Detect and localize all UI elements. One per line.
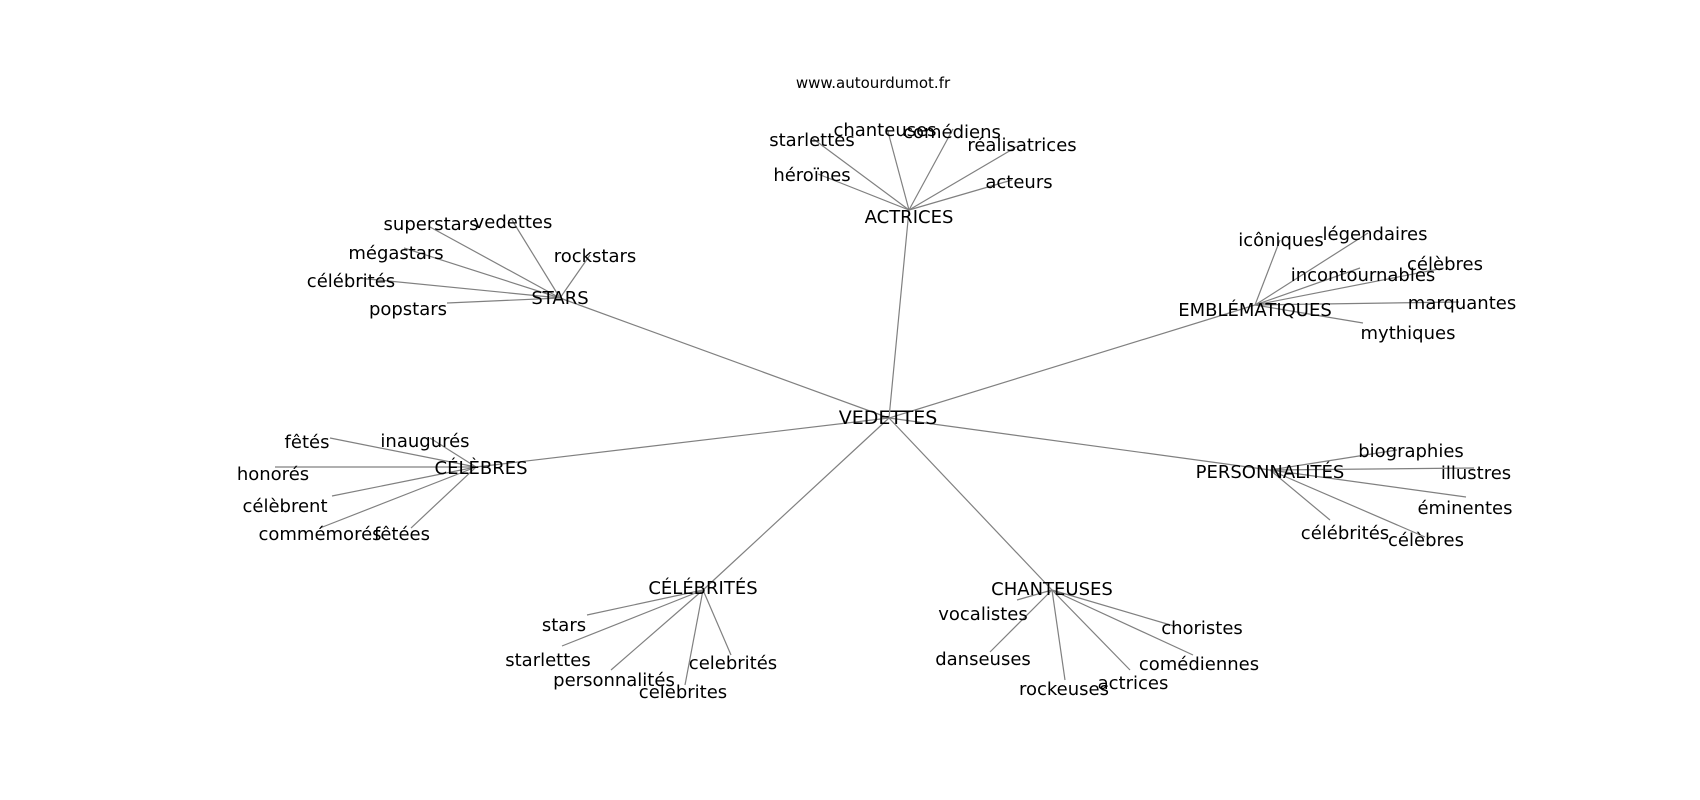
- edge-chanteuses-actrices: [1051, 589, 1131, 671]
- leaf-node-danseuses: danseuses: [935, 649, 1031, 670]
- edge-root-chanteuses: [888, 417, 1053, 591]
- leaf-node-illustres: illustres: [1441, 463, 1511, 484]
- edge-actrices-comediens: [908, 128, 954, 211]
- leaf-node-mythiques: mythiques: [1361, 323, 1456, 344]
- edge-celebres-celebrent: [331, 466, 477, 497]
- edge-personnalites-eminentes: [1269, 469, 1467, 498]
- leaf-node-megastars: mégastars: [348, 243, 443, 264]
- leaf-node-vedettes: vedettes: [474, 212, 553, 233]
- edge-emblematiques-incontournables: [1254, 267, 1361, 306]
- leaf-node-celebres: célèbres: [1407, 254, 1483, 275]
- edge-celebres-fetes: [329, 437, 477, 468]
- edge-celebrites-personnalites: [610, 589, 704, 671]
- leaf-node-personnalites: personnalités: [553, 670, 675, 691]
- edge-chanteuses-danseuses: [989, 589, 1053, 653]
- edge-emblematiques-legendaires: [1254, 232, 1369, 306]
- edge-personnalites-celebres: [1269, 469, 1426, 538]
- edge-celebres-commemores: [319, 466, 477, 529]
- hub-node-personnalites: PERSONNALITÉS: [1196, 461, 1345, 483]
- hub-node-actrices: ACTRICES: [865, 207, 954, 228]
- leaf-node-stars: stars: [542, 615, 586, 636]
- root-node-label: VEDETTES: [839, 407, 938, 429]
- leaf-node-celebrites: celebrités: [689, 653, 777, 674]
- leaf-node-inaugures: inaugurés: [380, 431, 469, 452]
- leaf-node-rockeuses: rockeuses: [1019, 679, 1109, 700]
- leaf-node-celebrites: celebrites: [639, 682, 727, 703]
- leaf-node-chanteuses: chanteuses: [833, 120, 936, 141]
- hub-node-chanteuses: CHANTEUSES: [991, 579, 1113, 600]
- hub-node-celebrites: CÉLÉBRITÉS: [648, 577, 757, 599]
- source-url: www.autourdumot.fr: [796, 74, 951, 92]
- leaf-node-popstars: popstars: [369, 299, 447, 320]
- edge-celebres-fetees: [410, 466, 477, 529]
- leaf-node-commemores: commémorés: [258, 524, 381, 545]
- hub-node-stars: STARS: [531, 288, 588, 309]
- leaf-node-rockstars: rockstars: [554, 246, 637, 267]
- graph-edges: [275, 127, 1475, 686]
- leaf-node-starlettes: starlettes: [769, 130, 855, 151]
- edge-root-personnalites: [888, 417, 1271, 471]
- leaf-node-eminentes: éminentes: [1417, 498, 1512, 519]
- leaf-node-comediennes: comédiennes: [1139, 654, 1259, 675]
- edge-stars-popstars: [446, 297, 561, 304]
- edge-emblematiques-marquantes: [1254, 301, 1460, 306]
- leaf-node-legendaires: légendaires: [1323, 224, 1428, 245]
- edge-emblematiques-celebres: [1254, 267, 1445, 306]
- edge-personnalites-biographies: [1269, 449, 1398, 471]
- edge-celebrites-stars: [586, 589, 704, 616]
- edge-celebrites-celebrites: [684, 589, 704, 686]
- edge-root-celebrites: [702, 417, 890, 591]
- edge-root-stars: [559, 297, 890, 419]
- leaf-node-fetes: fêtés: [285, 432, 330, 453]
- edge-stars-celebrites: [357, 277, 561, 299]
- hub-node-celebres: CÉLÈBRES: [435, 457, 528, 479]
- edge-personnalites-celebrites: [1269, 469, 1331, 521]
- edge-chanteuses-vocalistes: [1016, 589, 1053, 601]
- edge-root-celebres: [475, 417, 890, 468]
- leaf-node-celebrites: célébrités: [1301, 523, 1389, 544]
- leaf-node-iconiques: icôniques: [1238, 230, 1324, 251]
- edge-stars-vedettes: [511, 219, 561, 299]
- leaf-node-starlettes: starlettes: [505, 650, 591, 671]
- hub-node-emblematiques: EMBLÉMATIQUES: [1178, 299, 1332, 321]
- edge-chanteuses-choristes: [1051, 589, 1175, 627]
- leaf-node-superstars: superstars: [384, 214, 479, 235]
- leaf-node-acteurs: acteurs: [985, 172, 1052, 193]
- edge-actrices-starlettes: [811, 137, 910, 211]
- edge-celebrites-celebrites: [702, 589, 732, 656]
- edge-chanteuses-rockeuses: [1051, 589, 1066, 681]
- leaf-node-marquantes: marquantes: [1408, 293, 1516, 314]
- edge-root-emblematiques: [888, 304, 1256, 419]
- edge-actrices-chanteuses: [886, 127, 910, 211]
- edge-celebrites-starlettes: [561, 589, 704, 647]
- leaf-node-biographies: biographies: [1358, 441, 1464, 462]
- edge-stars-superstars: [429, 226, 561, 299]
- edge-stars-megastars: [403, 247, 561, 299]
- leaf-node-actrices: actrices: [1098, 673, 1169, 694]
- leaf-node-vocalistes: vocalistes: [938, 604, 1027, 625]
- edge-actrices-realisatrices: [908, 145, 1019, 211]
- edge-chanteuses-comediennes: [1051, 589, 1194, 656]
- edge-actrices-heroines: [817, 173, 910, 211]
- leaf-node-comediens: comédiens: [903, 122, 1001, 143]
- edge-stars-rockstars: [559, 254, 591, 299]
- leaf-node-fetees: fêtées: [374, 524, 430, 545]
- edge-emblematiques-mythiques: [1254, 304, 1364, 324]
- edge-root-actrices: [888, 209, 910, 419]
- leaf-node-choristes: choristes: [1161, 618, 1243, 639]
- leaf-node-heroines: héroïnes: [773, 165, 850, 186]
- leaf-node-celebrites: célébrités: [307, 271, 395, 292]
- edge-celebres-inaugures: [429, 437, 477, 468]
- leaf-node-incontournables: incontournables: [1291, 265, 1436, 286]
- edge-personnalites-illustres: [1269, 467, 1475, 471]
- leaf-node-celebres: célèbres: [1388, 530, 1464, 551]
- edge-emblematiques-iconiques: [1254, 239, 1281, 306]
- leaf-node-celebrent: célèbrent: [242, 496, 327, 517]
- leaf-node-honores: honorés: [237, 464, 309, 485]
- edge-actrices-acteurs: [908, 179, 1013, 211]
- leaf-node-realisatrices: réalisatrices: [967, 135, 1076, 156]
